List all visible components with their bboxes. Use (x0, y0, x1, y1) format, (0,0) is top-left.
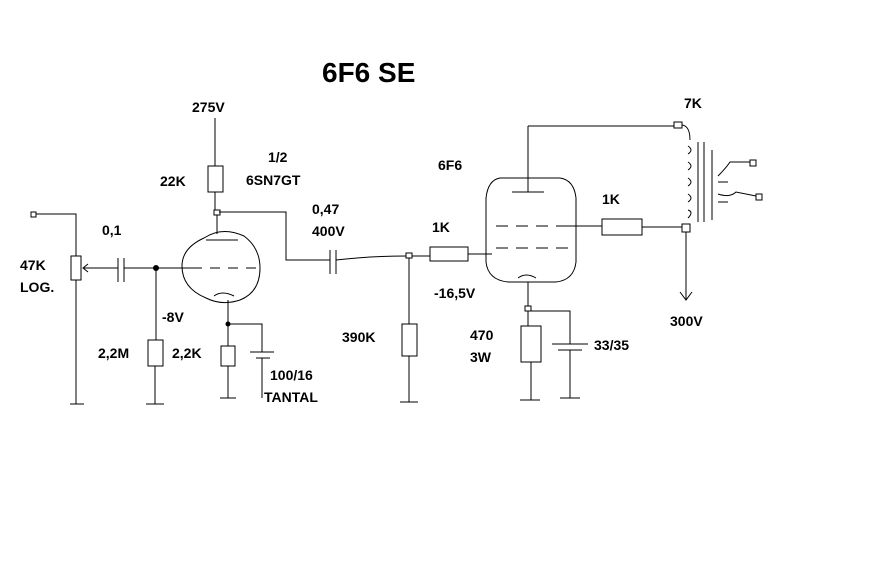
input-cap-label: 0,1 (102, 222, 122, 238)
grid-node (153, 265, 194, 340)
output-cathode-resistor-label: 470 (470, 327, 494, 343)
diagram-title: 6F6 SE (322, 57, 415, 88)
driver-cathode-circuit (220, 300, 274, 399)
supply-275-label: 275V (192, 99, 225, 115)
screen-resistor (568, 218, 682, 236)
output-cathode-circuit (520, 305, 588, 401)
volume-potentiometer (70, 255, 90, 405)
input-capacitor (90, 258, 156, 282)
pot-value-label: 47K (20, 257, 46, 273)
driver-tube-label: 6SN7GT (246, 172, 301, 188)
output-tube (485, 126, 577, 306)
coupling-cap-value-label: 0,47 (312, 201, 339, 217)
output-cathode-cap-label: 33/35 (594, 337, 629, 353)
cathode-cap-type-label: TANTAL (264, 389, 318, 405)
half-label: 1/2 (268, 149, 288, 165)
output-bias-label: -16,5V (434, 285, 476, 301)
output-cathode-resistor-power-label: 3W (470, 349, 492, 365)
output-tube-label: 6F6 (438, 157, 462, 173)
driver-plate-supply (207, 118, 224, 234)
grid-leak-resistor-label: 390K (342, 329, 375, 345)
driver-tube (181, 231, 261, 304)
coupling-cap-voltage-label: 400V (312, 223, 345, 239)
plate-resistor-label: 22K (160, 173, 186, 189)
screen-resistor-label: 1K (602, 191, 620, 207)
grid-stop-resistor-label: 1K (432, 219, 450, 235)
grid-resistor-label: 2,2M (98, 345, 129, 361)
output-grid-node (400, 246, 492, 403)
supply-300-label: 300V (670, 313, 703, 329)
input-terminal (30, 211, 77, 256)
grid-bias-label: -8V (162, 309, 184, 325)
coupling-capacitor (219, 211, 409, 274)
grid-resistor-2m2 (146, 339, 164, 405)
pot-type-label: LOG. (20, 279, 54, 295)
output-transformer (528, 121, 763, 301)
cathode-resistor-label: 2,2K (172, 345, 202, 361)
cathode-cap-label: 100/16 (270, 367, 313, 383)
transformer-impedance-label: 7K (684, 95, 702, 111)
